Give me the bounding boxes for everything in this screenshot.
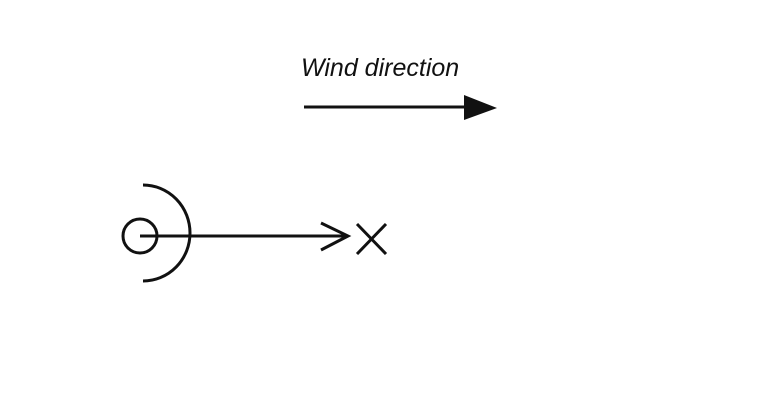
target-x-marker	[355, 222, 388, 256]
shield-arc	[142, 183, 192, 283]
wind-direction-label: Wind direction	[301, 54, 460, 82]
trajectory-arrowhead	[320, 221, 352, 252]
trajectory-arrow	[140, 221, 352, 252]
wind-direction-arrow	[304, 95, 497, 120]
wind-arrow-head	[464, 95, 497, 120]
source-symbol	[121, 183, 192, 283]
